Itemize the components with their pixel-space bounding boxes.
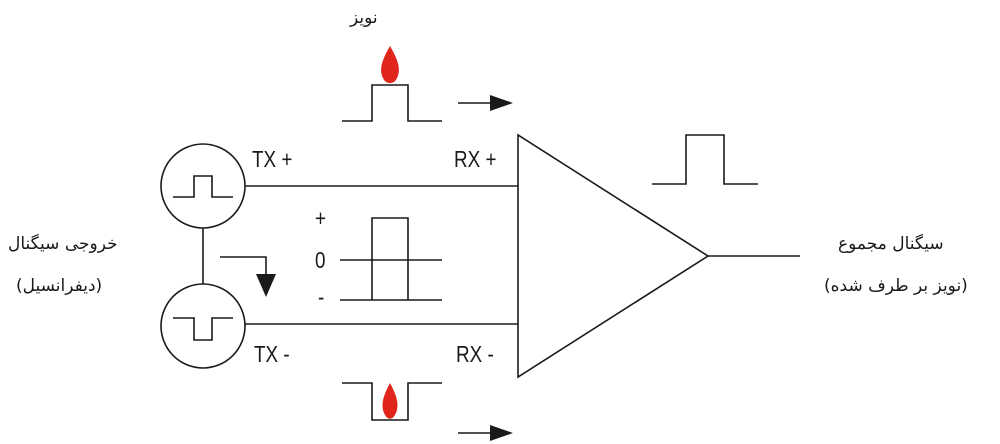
differential-amplifier	[517, 133, 710, 379]
tx-minus-source	[160, 283, 246, 369]
output-pulse	[652, 134, 758, 185]
tx-plus-pulse	[173, 175, 233, 198]
flame-spike-icon	[382, 383, 398, 419]
right-title-line2: (نویز بر طرف شده)	[824, 276, 968, 296]
level-pulse	[371, 217, 409, 300]
tx-plus-source	[160, 143, 246, 229]
noise-pulse-top	[342, 84, 442, 122]
right-arrow-icon	[458, 425, 513, 441]
tx-plus-label: TX +	[252, 146, 293, 172]
down-arrow-shaft	[220, 256, 267, 274]
right-arrow-icon	[458, 95, 513, 111]
down-arrow-icon	[256, 274, 276, 297]
level-plus-label: +	[315, 205, 327, 231]
rx-plus-label: RX +	[454, 146, 497, 172]
tx-minus-label: TX -	[254, 341, 290, 367]
left-title-line1: خروجی سیگنال	[8, 234, 118, 254]
rx-minus-label: RX -	[456, 341, 494, 367]
left-title-line2: (دیفرانسیل)	[16, 276, 103, 296]
right-title-line1: سیگنال مجموع	[838, 234, 944, 254]
noise-pulse-bottom	[342, 382, 442, 421]
noise-label: نویز	[350, 8, 378, 28]
flame-spike-icon	[381, 46, 399, 83]
level-minus-label: -	[318, 284, 325, 310]
level-zero-label: 0	[315, 247, 326, 273]
tx-minus-pulse	[173, 317, 233, 341]
